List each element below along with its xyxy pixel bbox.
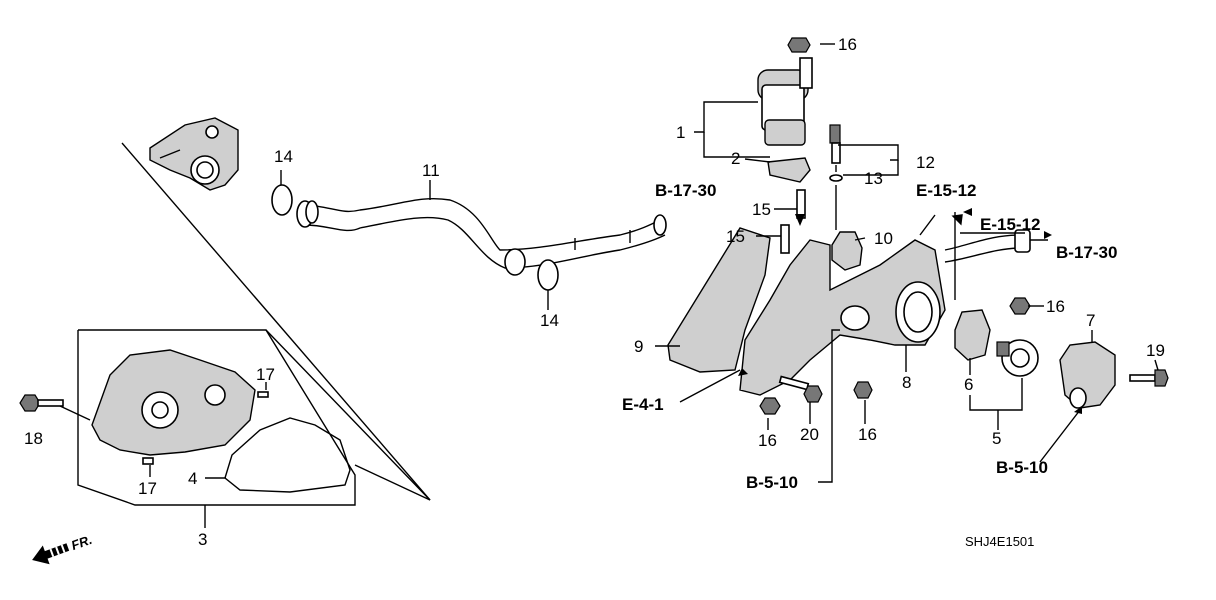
callout-11: 11: [422, 161, 440, 180]
callout-numbers: 16 1 2 12 13 14 11 14 15 15 10 9 16 7 19…: [24, 35, 1165, 549]
ref-e-15-12-b: E-15-12: [980, 215, 1040, 234]
egr-valve: [757, 37, 813, 146]
callout-7: 7: [1086, 311, 1095, 330]
nut-16-mid: [853, 381, 873, 399]
callout-9: 9: [634, 337, 643, 356]
bolt-19: [1129, 369, 1169, 387]
callout-3: 3: [198, 530, 207, 549]
sensor-washer: [829, 174, 843, 182]
temp-sensor: [829, 124, 841, 164]
pin-17b: [142, 457, 154, 465]
ref-b-17-30-top: B-17-30: [655, 181, 716, 200]
gasket-9: [667, 227, 771, 373]
callout-5: 5: [992, 429, 1001, 448]
callout-16-top: 16: [838, 35, 857, 54]
thermostat: [996, 339, 1039, 377]
callout-13: 13: [864, 169, 883, 188]
pump-gasket: [224, 417, 351, 493]
callout-17-lower: 17: [138, 479, 157, 498]
bolt-18: [19, 394, 64, 412]
callout-20: 20: [800, 425, 819, 444]
nut-16-lower: [759, 397, 781, 415]
direction-label: FR.: [69, 532, 94, 553]
pump-assembly-frame: [77, 142, 431, 506]
o-ring-14b: [537, 259, 559, 291]
callout-2: 2: [731, 149, 740, 168]
ref-b-17-30-right: B-17-30: [1056, 243, 1117, 262]
gasket-10: [831, 231, 863, 271]
pin-17a: [257, 391, 269, 398]
callout-16-right: 16: [1046, 297, 1065, 316]
callout-12: 12: [916, 153, 935, 172]
bolt-20: [778, 375, 823, 403]
ref-b-5-10-center: B-5-10: [746, 473, 798, 492]
forward-arrow-icon: FR.: [32, 532, 94, 565]
callout-8: 8: [902, 373, 911, 392]
egr-gasket: [767, 157, 811, 183]
water-passage: [739, 214, 1031, 396]
ref-b-5-10-right: B-5-10: [996, 458, 1048, 477]
callout-10: 10: [874, 229, 893, 248]
nut-16-right: [1009, 297, 1031, 315]
callout-15-lower: 15: [726, 227, 745, 246]
callout-1: 1: [676, 123, 685, 142]
diagram-code: SHJ4E1501: [965, 534, 1034, 549]
callout-17-upper: 17: [256, 365, 275, 384]
callout-19: 19: [1146, 341, 1165, 360]
leader-lines: [59, 43, 1159, 528]
callout-14-left: 14: [274, 147, 293, 166]
callout-14-right: 14: [540, 311, 559, 330]
callout-4: 4: [188, 469, 197, 488]
callout-6: 6: [964, 375, 973, 394]
callout-16-mid: 16: [858, 425, 877, 444]
water-hose: [296, 197, 667, 276]
o-ring-14a: [271, 184, 293, 216]
callout-18: 18: [24, 429, 43, 448]
thermostat-cover: [1059, 341, 1116, 409]
gasket-6: [954, 309, 991, 361]
ref-e-4-1: E-4-1: [622, 395, 664, 414]
ref-e-15-12-a: E-15-12: [916, 181, 976, 200]
reference-labels: B-17-30 E-15-12 E-15-12 B-17-30 E-4-1 B-…: [622, 181, 1117, 492]
callout-16-lower: 16: [758, 431, 777, 450]
reference-arrows: [738, 208, 1082, 414]
water-pump: [91, 349, 256, 456]
callout-15-upper: 15: [752, 200, 771, 219]
outlet-housing: [149, 117, 239, 191]
